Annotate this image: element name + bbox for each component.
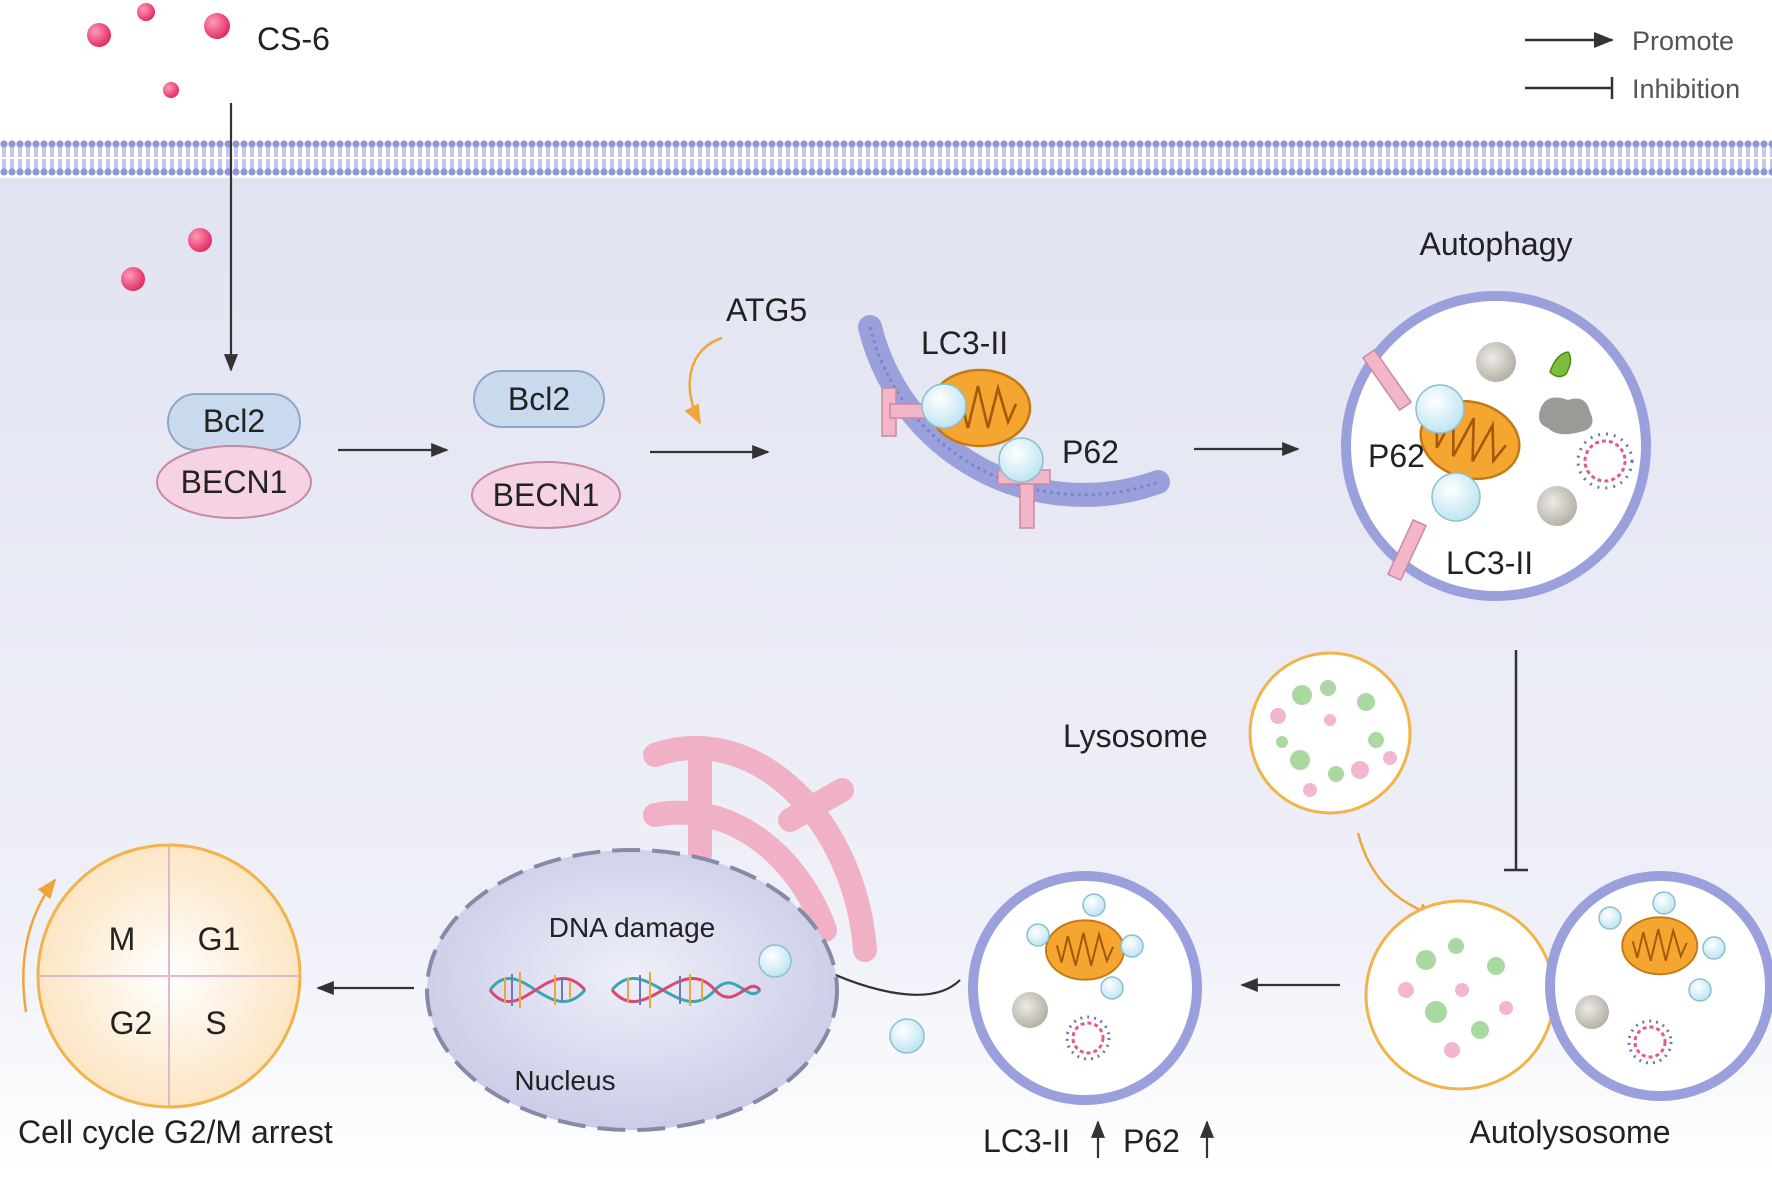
atg5-curved-arrow xyxy=(684,336,723,425)
phase-s-label: S xyxy=(205,1005,226,1041)
cell-cycle-wheel: M G1 G2 S xyxy=(36,843,302,1109)
nucleus xyxy=(425,848,839,1132)
vesicle-icon xyxy=(1012,992,1048,1028)
p62-phagophore-label: P62 xyxy=(1062,434,1119,470)
lc3-up-label: LC3-II xyxy=(983,1123,1070,1159)
phase-g1-label: G1 xyxy=(198,921,241,957)
becn1-free-label: BECN1 xyxy=(493,477,600,513)
promote-legend-label: Promote xyxy=(1632,26,1734,56)
protein-aggregate-icon xyxy=(1539,397,1593,435)
p62-sphere-phagophore xyxy=(998,437,1044,483)
nucleus-label: Nucleus xyxy=(514,1065,615,1096)
vesicle-icon xyxy=(1537,486,1577,526)
bcl2-becn1-complex: Bcl2 BECN1 xyxy=(156,393,312,519)
legend: Promote Inhibition xyxy=(1525,26,1740,104)
cell-membrane xyxy=(0,138,1772,178)
becn1-complex-label: BECN1 xyxy=(181,464,288,500)
lc3-sphere-nucleus xyxy=(758,944,792,978)
free-lc3-sphere xyxy=(889,1018,925,1054)
bcl2-free-label: Bcl2 xyxy=(508,381,570,417)
cs6-drug-particles xyxy=(87,3,230,291)
lc3-autophagosome-label: LC3-II xyxy=(1446,545,1533,581)
bacterium-icon xyxy=(1549,351,1572,378)
phase-g2-label: G2 xyxy=(110,1005,153,1041)
vesicle-icon xyxy=(1575,995,1609,1029)
virus-icon xyxy=(1065,1015,1111,1061)
autophagosome xyxy=(1341,291,1651,601)
phagophore xyxy=(858,315,1170,529)
cs6-label: CS-6 xyxy=(257,21,330,57)
endoplasmic-reticulum xyxy=(643,736,877,962)
lc3-phagophore-label: LC3-II xyxy=(921,325,1008,361)
inhibition-legend-label: Inhibition xyxy=(1632,74,1740,104)
autophagy-title: Autophagy xyxy=(1419,226,1572,262)
cell-cycle-caption: Cell cycle G2/M arrest xyxy=(18,1114,333,1150)
vesicle-icon xyxy=(1476,342,1516,382)
dna-damage-label: DNA damage xyxy=(549,912,716,943)
accumulated-autophagosome xyxy=(968,871,1202,1105)
virus-icon xyxy=(1576,432,1634,490)
lysosome-label: Lysosome xyxy=(1063,718,1208,754)
virus-icon xyxy=(1627,1019,1673,1065)
p62-autophagosome-label: P62 xyxy=(1368,438,1425,474)
free-bcl2-becn1: Bcl2 BECN1 xyxy=(471,370,621,529)
atg5-label: ATG5 xyxy=(726,292,807,328)
cell-cycle-rotation-arrow xyxy=(22,878,57,1013)
autolysosome xyxy=(1364,871,1772,1101)
bcl2-complex-label: Bcl2 xyxy=(203,403,265,439)
phase-m-label: M xyxy=(109,921,136,957)
lysosome xyxy=(1248,651,1412,815)
autolysosome-label: Autolysosome xyxy=(1470,1114,1671,1150)
p62-up-label: P62 xyxy=(1123,1123,1180,1159)
dna-helix-icon xyxy=(488,972,762,1008)
lc3-sphere-phagophore xyxy=(921,383,967,429)
